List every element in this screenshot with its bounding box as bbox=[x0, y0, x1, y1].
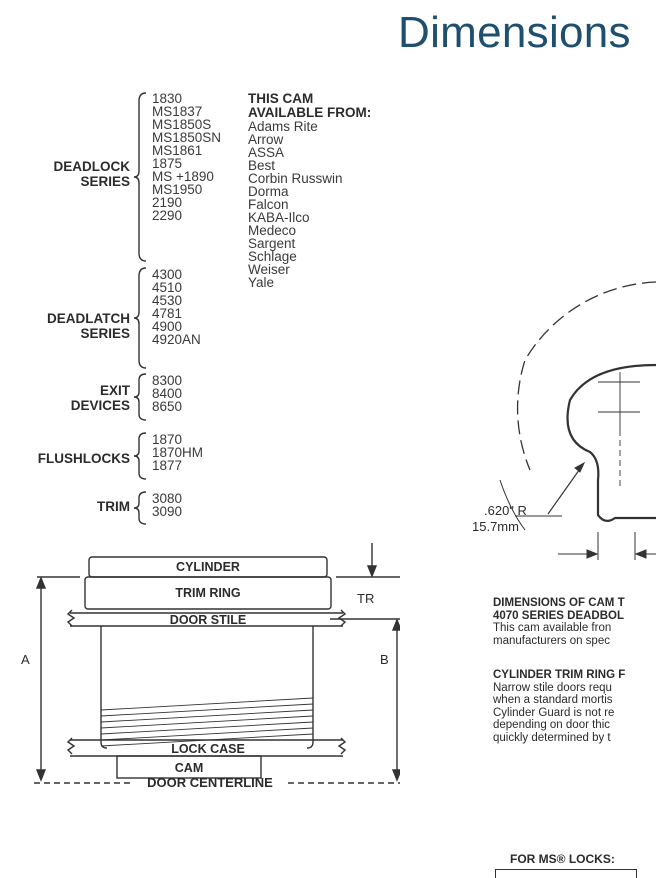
cam-dimensions-note: DIMENSIONS OF CAM T 4070 SERIES DEADBOL … bbox=[493, 597, 625, 647]
brace-flushlocks bbox=[133, 432, 147, 480]
dimension-b-label: B bbox=[380, 652, 389, 667]
code-list-deadlatch: 4300 4510 4530 4781 4900 4920AN bbox=[152, 267, 201, 347]
cylinder-diagram bbox=[34, 543, 400, 784]
trim-ring-shape bbox=[84, 576, 332, 610]
door-stile-shape bbox=[70, 612, 343, 627]
cam-radius-mm: 15.7mm bbox=[472, 519, 519, 534]
dimension-tr-label: TR bbox=[357, 591, 375, 606]
label-cam: CAM bbox=[174, 761, 204, 775]
page-title: Dimensions bbox=[398, 8, 631, 57]
series-label-flushlocks: FLUSHLOCKS bbox=[37, 451, 130, 466]
label-lock-case: LOCK CASE bbox=[171, 742, 245, 756]
code-list-trim: 3080 3090 bbox=[152, 491, 183, 519]
series-label-deadlatch: DEADLATCH SERIES bbox=[47, 311, 130, 341]
series-label-exit: EXIT DEVICES bbox=[70, 383, 130, 413]
label-trim-ring: TRIM RING bbox=[175, 586, 241, 600]
series-label-deadlock: DEADLOCK SERIES bbox=[53, 159, 131, 189]
availability-block: THIS CAM AVAILABLE FROM: Adams Rite Arro… bbox=[248, 91, 372, 290]
ms-locks-table bbox=[495, 869, 637, 878]
brace-exit bbox=[133, 373, 147, 421]
label-cylinder: CYLINDER bbox=[176, 560, 240, 574]
ms-locks-heading: FOR MS® LOCKS: bbox=[510, 852, 615, 866]
brace-deadlock bbox=[133, 92, 147, 262]
manufacturer-list: Adams Rite Arrow ASSA Best Corbin Russwi… bbox=[248, 119, 343, 290]
label-door-stile: DOOR STILE bbox=[169, 613, 247, 627]
label-door-centerline: DOOR CENTERLINE bbox=[147, 775, 273, 790]
dimension-a-label: A bbox=[21, 652, 30, 667]
trim-ring-note: CYLINDER TRIM RING F Narrow stile doors … bbox=[493, 669, 626, 744]
brace-trim bbox=[133, 491, 147, 525]
cam-radius-in: .620" R bbox=[484, 503, 527, 518]
cam-profile-diagram bbox=[499, 281, 656, 560]
brace-deadlatch bbox=[133, 267, 147, 369]
cam-shape bbox=[116, 755, 262, 779]
code-list-flushlocks: 1870 1870HM 1877 bbox=[152, 432, 204, 473]
code-list-deadlock: 1830 MS1837 MS1850S MS1850SN MS1861 1875… bbox=[152, 91, 222, 223]
availability-heading: THIS CAM AVAILABLE FROM: bbox=[248, 91, 372, 120]
series-label-trim: TRIM bbox=[97, 499, 130, 514]
code-list-exit: 8300 8400 8650 bbox=[152, 373, 183, 414]
